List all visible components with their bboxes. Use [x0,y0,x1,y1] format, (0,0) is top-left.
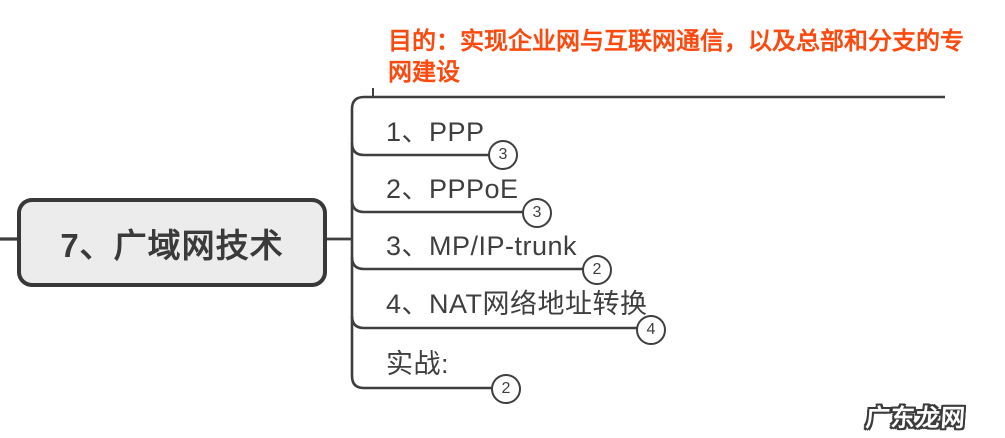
root-topic-node[interactable]: 7、广域网技术 [17,198,327,287]
badge-shizhan-count[interactable]: 2 [491,374,521,404]
watermark-logo: 广东龙网 [864,405,967,432]
branch-label-ppp[interactable]: 1、PPP [386,117,485,147]
branch-label-nat[interactable]: 4、NAT网络地址转换 [386,289,648,319]
branch-label-shizhan[interactable]: 实战: [386,349,450,379]
trunk-and-outer-branch-line [350,95,945,390]
branch-line-nat [350,315,637,330]
purpose-note-label[interactable]: 目的：实现企业网与互联网通信，以及总部和分支的专网建设 [388,28,964,86]
branch-label-mp-ip-trunk[interactable]: 3、MP/IP-trunk [386,231,578,261]
badge-ppp-count[interactable]: 3 [488,140,518,170]
branch-line-pppoe [350,199,523,214]
badge-mp-ip-trunk-count[interactable]: 2 [582,255,612,285]
branch-label-pppoe[interactable]: 2、PPPoE [386,174,519,204]
branch-line-mp-ip-trunk [350,256,583,271]
branch-line-ppp [350,142,489,157]
badge-nat-count[interactable]: 4 [636,315,666,345]
badge-pppoe-count[interactable]: 3 [522,198,552,228]
root-topic-label: 7、广域网技术 [60,226,284,264]
